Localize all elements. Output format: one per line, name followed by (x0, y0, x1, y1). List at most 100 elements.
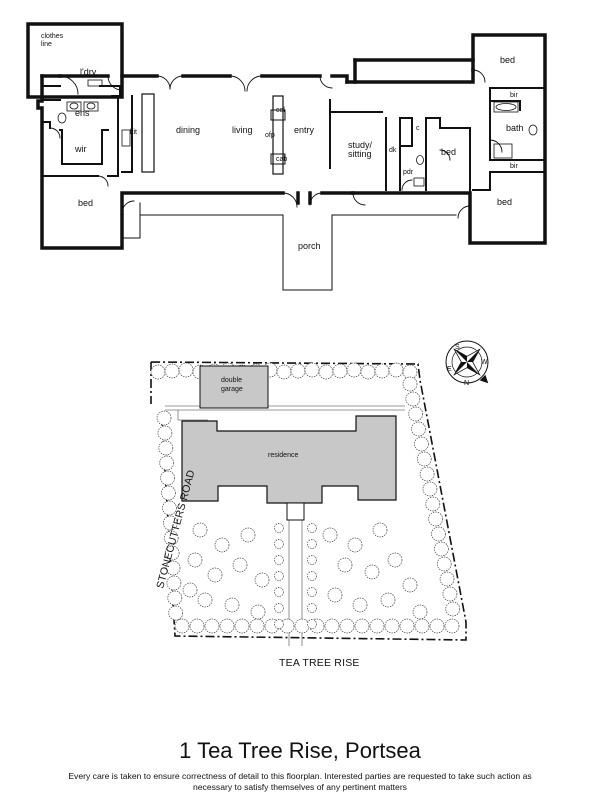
tree (428, 511, 443, 527)
tree (158, 440, 174, 456)
room-label-powder: pdr (403, 169, 414, 176)
double-garage (199, 365, 269, 409)
tree (274, 523, 284, 533)
tree (384, 618, 400, 634)
tree (352, 597, 368, 613)
tree (168, 605, 184, 621)
garage-label-2: garage (221, 386, 243, 393)
tree (360, 364, 376, 380)
porch-footprint (286, 502, 305, 521)
tree (219, 618, 235, 634)
tree (167, 590, 183, 606)
tree (402, 577, 418, 593)
tree (405, 391, 421, 407)
room-label-bath: bath (506, 123, 524, 133)
tree (425, 496, 441, 512)
room-label-living: living (232, 125, 253, 135)
tree (374, 363, 390, 379)
tree (364, 564, 380, 580)
residence-label: residence (268, 452, 298, 459)
tree (197, 592, 213, 608)
garage-label-1: double (221, 377, 242, 384)
tree (160, 470, 175, 486)
compass-rose (445, 340, 489, 384)
compass-e: E (447, 366, 452, 373)
room-label-bir-bottom: bir (510, 163, 518, 170)
door-swings (49, 69, 503, 219)
room-label-entry: entry (294, 125, 315, 135)
tree (249, 618, 265, 634)
room-label-study-1: study/ (348, 140, 373, 150)
tree (178, 362, 194, 378)
tree (274, 603, 284, 613)
room-label-bed-top-right: bed (500, 55, 515, 65)
tree (240, 527, 256, 543)
tree (164, 363, 180, 379)
room-label-open-fireplace: ofp (265, 132, 275, 139)
room-label-wir: wir (74, 144, 87, 154)
tree (307, 555, 317, 565)
tree (163, 530, 179, 546)
tree (307, 571, 317, 581)
tree (369, 618, 385, 634)
tree (416, 451, 432, 467)
tree (339, 618, 355, 634)
site-plan: double garage residence STONECUTTERS ROA… (150, 340, 489, 669)
room-label-bir-top: bir (510, 92, 518, 99)
room-label-cabinet: cab (276, 156, 287, 163)
room-label-bed-left: bed (78, 198, 93, 208)
tree (327, 587, 343, 603)
tree (274, 555, 284, 565)
tree (414, 436, 429, 452)
tree (436, 556, 452, 572)
tree (274, 571, 284, 581)
tree (224, 597, 240, 613)
room-label-clothes-line-1: clothes (41, 33, 64, 40)
tree (307, 587, 317, 597)
tree (304, 362, 320, 378)
room-label-clothes-line-2: line (41, 41, 52, 48)
tree (290, 363, 306, 379)
tree (162, 500, 177, 516)
tree (164, 545, 180, 561)
interior-walls (41, 85, 546, 194)
tree (150, 364, 166, 380)
room-label-dining: dining (176, 125, 200, 135)
tree (442, 586, 458, 602)
tree (161, 485, 176, 501)
tree (324, 618, 340, 634)
road-label-tea-tree-rise: TEA TREE RISE (279, 657, 360, 669)
windows (77, 34, 546, 249)
room-label-bed-bottom-right: bed (497, 197, 512, 207)
tree (408, 406, 424, 422)
tree (307, 603, 317, 613)
room-label-bed-middle: bed (441, 147, 456, 157)
room-label-laundry: l'dry (80, 67, 97, 77)
tree (372, 522, 388, 538)
tree (174, 618, 190, 634)
room-label-cupboard: c (416, 125, 420, 132)
tree (165, 560, 181, 576)
tree (322, 527, 338, 543)
tree (307, 523, 317, 533)
site-boundary (150, 361, 467, 641)
room-label-porch: porch (298, 241, 321, 251)
tree (439, 571, 455, 587)
tree (402, 376, 418, 392)
tree (187, 552, 203, 568)
tree (346, 362, 362, 378)
tree (156, 410, 172, 426)
property-title: 1 Tea Tree Rise, Portsea (179, 738, 421, 763)
tree (250, 604, 266, 620)
room-label-cellar: cel (276, 107, 285, 114)
tree (347, 537, 363, 553)
compass-n: N (464, 380, 469, 387)
floor-plan (26, 22, 547, 291)
room-label-study-2: sitting (348, 149, 372, 159)
tree (318, 364, 334, 380)
fixtures (57, 79, 538, 187)
porch-outline (121, 202, 457, 291)
tree (254, 572, 270, 588)
tree (429, 618, 445, 634)
